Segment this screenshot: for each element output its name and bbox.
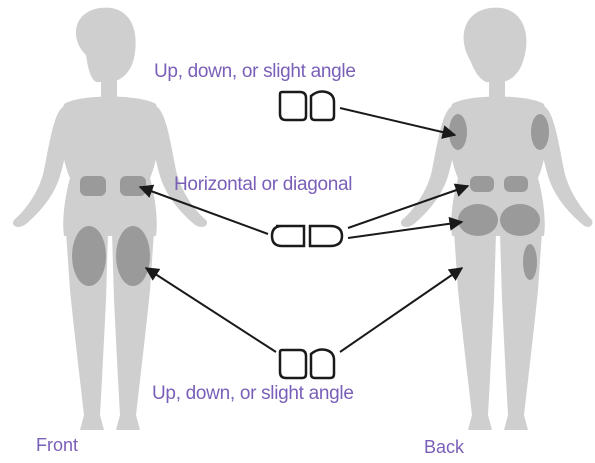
arrow-to-back-upper-arm	[340, 108, 455, 135]
back-thigh-site	[523, 244, 537, 280]
back-upper-arm-site-right	[531, 114, 549, 150]
front-thigh-site-left	[72, 226, 106, 286]
back-buttock-site-left	[458, 204, 498, 236]
pod-horizontal-icon	[272, 226, 342, 246]
front-thigh-site-right	[116, 226, 150, 286]
back-upper-arm-site-left	[449, 114, 467, 150]
back-view-label: Back	[424, 438, 464, 456]
arrow-to-back-thigh	[340, 268, 462, 352]
pod-vertical-icon-bottom	[280, 350, 334, 379]
front-view-label: Front	[36, 436, 78, 454]
back-buttock-site-right	[500, 204, 540, 236]
bottom-placement-label: Up, down, or slight angle	[152, 384, 354, 403]
arrow-to-front-thigh	[146, 268, 276, 352]
front-abdomen-site-right	[120, 176, 146, 196]
front-abdomen-site-left	[80, 176, 106, 196]
pod-vertical-icon-top	[280, 92, 334, 121]
middle-placement-label: Horizontal or diagonal	[174, 175, 352, 194]
top-placement-label: Up, down, or slight angle	[154, 62, 356, 81]
back-lower-back-site-left	[470, 176, 494, 192]
back-lower-back-site-right	[504, 176, 528, 192]
